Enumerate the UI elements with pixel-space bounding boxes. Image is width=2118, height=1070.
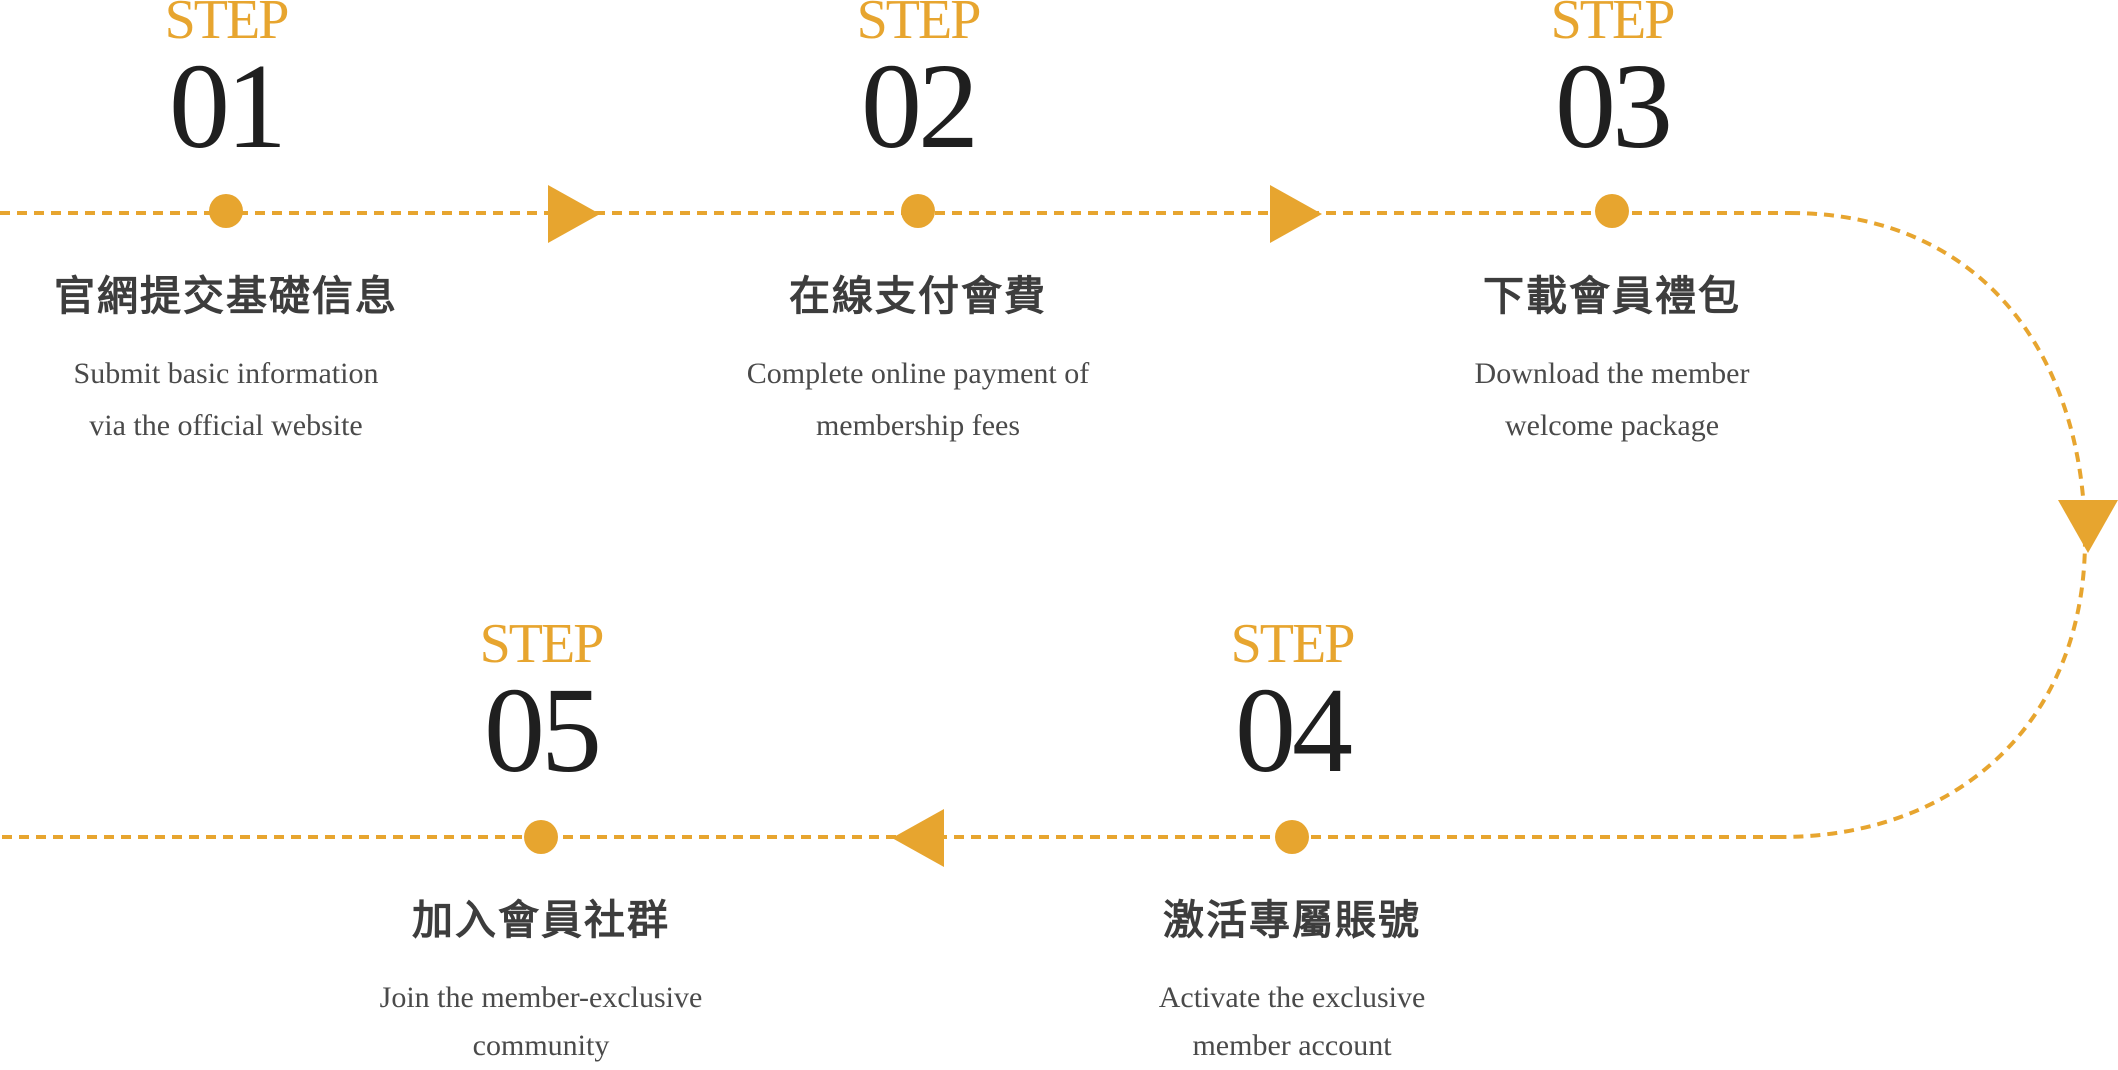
step-02-node [901,194,935,228]
step-02-label: STEP [856,0,982,51]
step-02-title: 在線支付會費 [789,272,1047,320]
arrow-down-icon [2058,500,2118,553]
step-05-desc-line1: Join the member-exclusive [379,981,703,1014]
step-03-desc-line2: welcome package [1504,409,1720,442]
arrow-right-icon [548,185,600,243]
step-01-label: STEP [164,0,290,51]
step-01: STEP 01 官網提交基礎信息 Submit basic informatio… [0,0,506,460]
step-02-number: 02 [861,39,979,174]
step-05-desc-line2: community [472,1029,610,1062]
step-05-node [524,820,558,854]
step-03-label: STEP [1550,0,1676,51]
arrow-left-icon [892,809,944,867]
step-04-desc-line1: Activate the exclusive [1158,981,1426,1014]
step-04-number: 04 [1235,663,1353,798]
step-01-desc-line2: via the official website [89,409,363,442]
step-04-label: STEP [1230,613,1356,675]
step-04-desc-line2: member account [1192,1029,1392,1062]
step-03-title: 下載會員禮包 [1483,272,1741,320]
step-01-title: 官網提交基礎信息 [54,272,398,320]
step-02: STEP 02 在線支付會費 Complete online payment o… [638,0,1198,460]
step-05: STEP 05 加入會員社群 Join the member-exclusive… [261,616,821,1070]
step-02-desc-line2: membership fees [815,409,1021,442]
step-05-label: STEP [479,613,605,675]
step-04: STEP 04 激活專屬賬號 Activate the exclusive me… [1012,616,1572,1070]
arrow-right-icon [1270,185,1322,243]
step-04-node [1275,820,1309,854]
step-01-desc-line1: Submit basic information [73,357,379,390]
step-01-node [209,194,243,228]
step-05-number: 05 [484,663,602,798]
step-03-node [1595,194,1629,228]
step-03: STEP 03 下載會員禮包 Download the member welco… [1332,0,1892,460]
step-02-desc-line1: Complete online payment of [746,357,1090,390]
step-03-desc-line1: Download the member [1474,357,1750,390]
step-03-number: 03 [1555,39,1673,174]
step-05-title: 加入會員社群 [412,896,670,944]
step-01-number: 01 [169,39,287,174]
step-04-title: 激活專屬賬號 [1163,896,1421,944]
